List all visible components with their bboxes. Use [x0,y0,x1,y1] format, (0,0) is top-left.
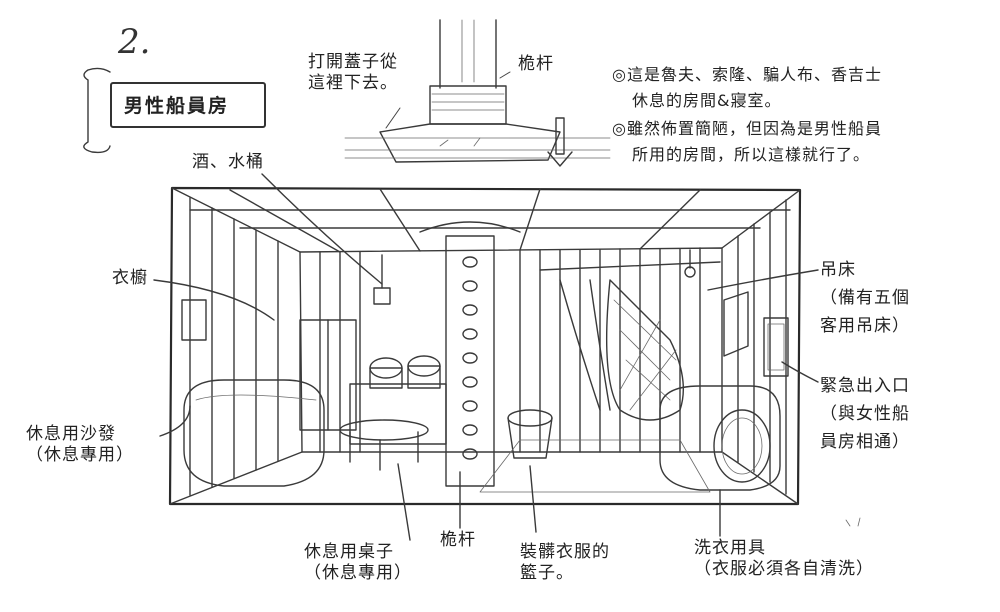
label-sofa: 休息用沙發 （休息專用） [26,424,134,466]
section-number: 2. [118,22,151,62]
note-2: ◎雖然佈置簡陋，但因為是男性船員 所用的房間，所以這樣就行了。 [612,119,882,164]
bench [349,383,447,445]
note-bullet: ◎ [612,65,627,84]
label-mast: 桅杆 [440,530,476,550]
lounge-table [339,419,429,471]
floor-rug [479,439,711,493]
ceiling-grid [189,188,791,253]
label-basket: 裝髒衣服的 籃子。 [520,542,610,584]
lounge-sofa [183,379,325,487]
barrels [369,355,441,389]
hatch-label: 打開蓋子從 這裡下去。 [308,52,398,94]
left-wall-planks [189,197,279,496]
wardrobe [299,319,357,431]
emergency-hatch [763,317,789,377]
note-bullet: ◎ [612,119,627,138]
decorative-marks [845,517,861,527]
wall-plaque [181,299,207,341]
hatch-mast-label: 桅杆 [518,54,554,74]
wall-picture [723,291,749,357]
page-title: 男性船員房 [124,95,230,117]
title-frame [110,82,266,128]
label-emergency-exit: 緊急出入口 （與女性船 員房相通） [820,376,910,452]
leader-lines [153,173,819,541]
label-wine-bucket: 酒、水桶 [192,152,264,172]
label-wardrobe: 衣櫥 [112,268,148,288]
label-hammock: 吊床 （備有五個 客用吊床） [820,260,910,336]
lanterns [373,249,696,305]
hammocks [539,261,721,421]
note-1: ◎這是魯夫、索隆、騙人布、香吉士 休息的房間&寢室。 [612,65,882,110]
label-laundry: 洗衣用具 （衣服必須各自清洗） [694,538,874,580]
label-table: 休息用桌子 （休息專用） [304,542,412,584]
right-wall-planks [737,199,787,495]
scroll-decoration [83,67,111,154]
laundry-tub [659,385,781,491]
mast [419,221,521,487]
laundry-basket [507,409,553,459]
hatch-detail [344,19,611,167]
